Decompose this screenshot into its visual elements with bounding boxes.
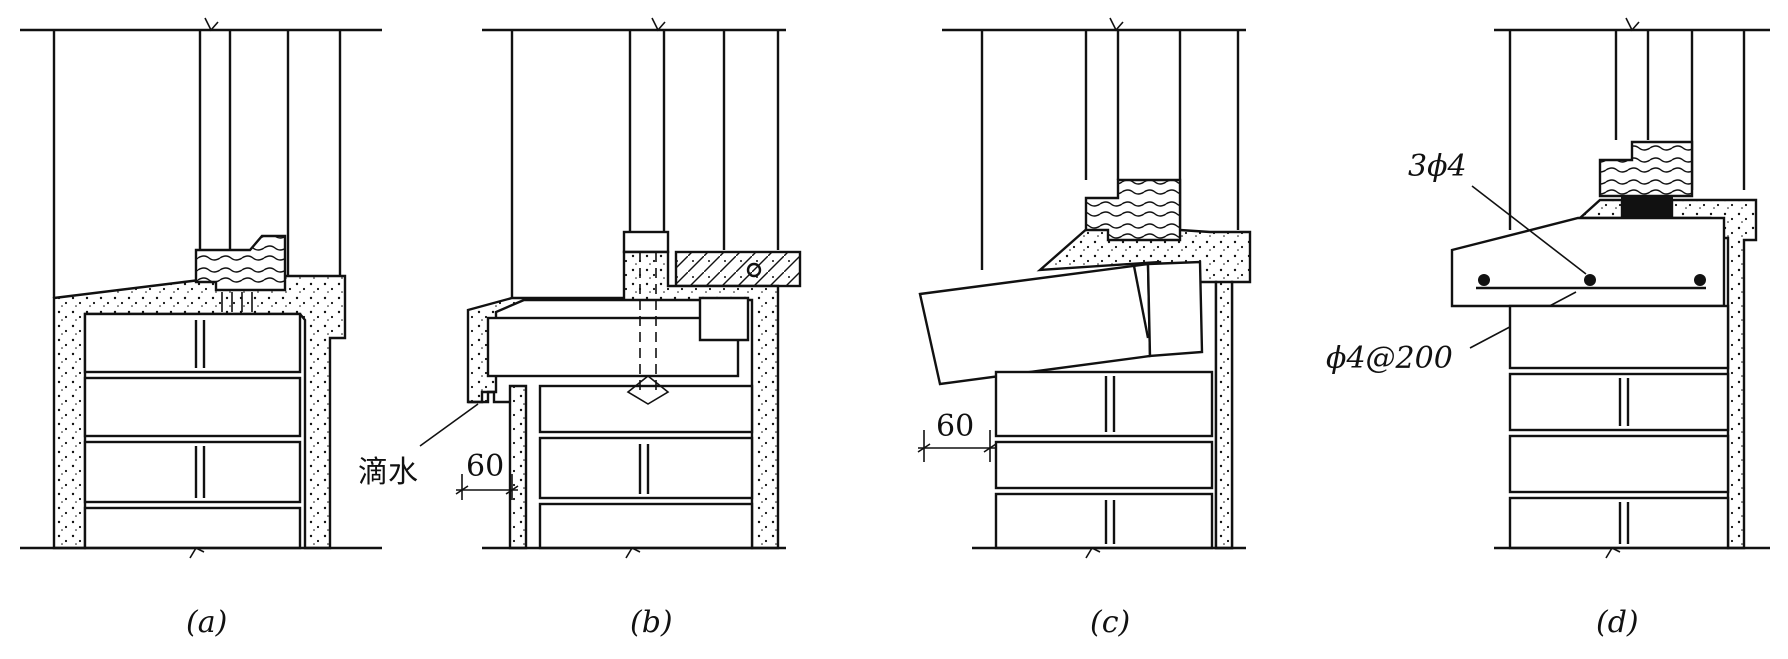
panel-b-caption: (b)	[630, 605, 673, 640]
panel-c-brick-wall	[994, 370, 1214, 550]
panel-d-leader-top	[1471, 185, 1587, 275]
panel-d: 3ϕ4 ϕ4@200	[1326, 17, 1770, 559]
panel-c: 60	[917, 17, 1252, 559]
panel-d-rebar-dot	[1478, 274, 1490, 286]
panel-d-brick-wall	[1508, 304, 1730, 550]
panel-c-wood-frame	[1084, 178, 1182, 242]
panel-c-dimension-label: 60	[936, 409, 974, 444]
panel-b-precast-beam	[486, 316, 740, 378]
panel-b-frame	[482, 17, 786, 298]
panel-d-rebar-dot	[1584, 274, 1596, 286]
panel-d-wood-frame	[1598, 140, 1694, 198]
panel-d-precast-sill	[1450, 216, 1726, 308]
panel-b-drip-leader	[419, 403, 479, 447]
panel-d-rebar-bottom-label: ϕ4@200	[1326, 341, 1453, 376]
panel-a	[20, 17, 382, 559]
panel-b-dimension: 60	[455, 449, 519, 500]
panel-a-frame-gap	[221, 292, 253, 312]
panel-b-drain-pipe	[626, 252, 670, 405]
panel-c-frame	[942, 17, 1246, 270]
panel-b-drip-groove	[468, 390, 510, 404]
panel-d-caption: (d)	[1596, 605, 1639, 640]
panel-d-rebar-dot	[1694, 274, 1706, 286]
panel-b-sash-cap	[622, 230, 670, 254]
panel-d-rebar	[1476, 274, 1706, 290]
panel-d-seal	[1621, 197, 1673, 219]
panel-a-caption: (a)	[186, 605, 227, 640]
panel-d-rebar-top-label: 3ϕ4	[1408, 149, 1467, 184]
panel-b-hatched-board	[674, 250, 802, 288]
panel-b-brick-wall	[538, 384, 754, 550]
panel-a-wood-frame	[194, 234, 287, 292]
panel-c-dimension: 60	[917, 409, 997, 462]
panel-a-brick-wall	[83, 312, 302, 550]
panel-a-frame	[20, 17, 382, 298]
panel-b: 滴水 60	[358, 17, 802, 559]
panel-b-dimension-label: 60	[466, 449, 504, 484]
panel-b-drip-label: 滴水	[358, 455, 418, 490]
panel-c-tilted-brick-sill	[918, 262, 1152, 386]
panel-c-caption: (c)	[1090, 605, 1130, 640]
